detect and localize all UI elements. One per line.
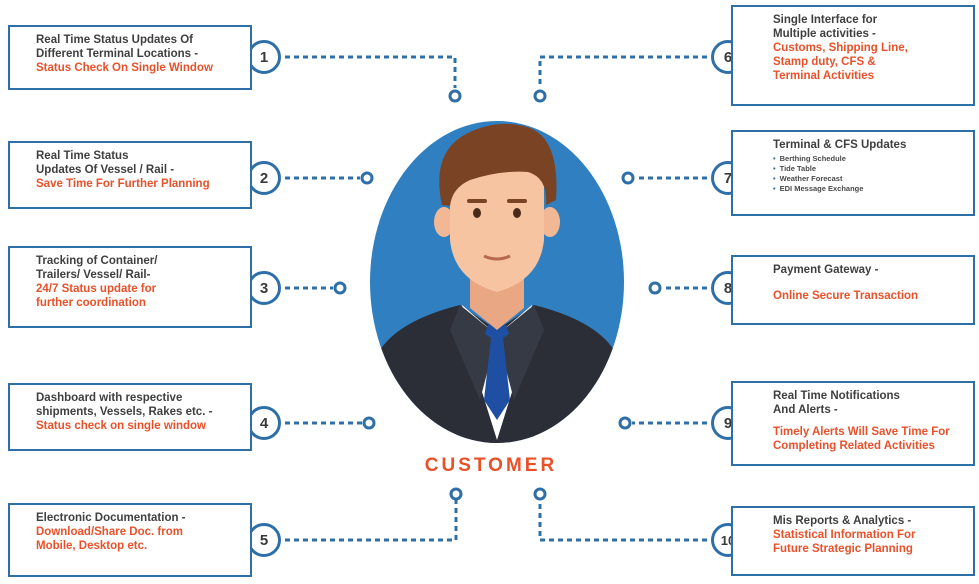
feature-title: Mis Reports & Analytics - <box>773 515 912 527</box>
feature-box-8: Payment Gateway - Online Secure Transact… <box>731 255 975 325</box>
feature-title: Tracking of Container/ Trailers/ Vessel/… <box>36 255 158 281</box>
feature-box-7: Terminal & CFS Updates Berthing Schedule… <box>731 130 975 216</box>
connector-end-1 <box>448 89 462 103</box>
bullet-item: Weather Forecast <box>773 174 965 184</box>
connector-10 <box>538 500 707 542</box>
feature-box-5: Electronic Documentation - Download/Shar… <box>8 503 252 577</box>
feature-title: Real Time Status Updates Of Different Te… <box>36 34 199 60</box>
feature-box-9: Real Time Notifications And Alerts - Tim… <box>731 381 975 466</box>
connector-6 <box>538 55 707 88</box>
feature-detail: Statistical Information For Future Strat… <box>773 529 916 555</box>
bullet-item: Tide Table <box>773 164 965 174</box>
feature-title: Real Time Status Updates Of Vessel / Rai… <box>36 150 175 176</box>
connector-5 <box>285 500 458 542</box>
feature-detail: Online Secure Transaction <box>773 290 919 302</box>
feature-bullet-list: Berthing Schedule Tide Table Weather For… <box>773 154 965 194</box>
connector-end-10 <box>533 487 547 501</box>
connector-end-6 <box>533 89 547 103</box>
number-badge-4: 4 <box>247 406 281 440</box>
connector-end-7 <box>621 171 635 185</box>
feature-box-4: Dashboard with respective shipments, Ves… <box>8 383 252 451</box>
feature-title: Payment Gateway - <box>773 264 879 276</box>
feature-box-6: Single Interface for Multiple activities… <box>731 5 975 106</box>
connector-end-2 <box>360 171 374 185</box>
bullet-item: Berthing Schedule <box>773 154 965 164</box>
feature-detail: Status check on single window <box>36 420 206 432</box>
connector-end-5 <box>449 487 463 501</box>
customer-avatar <box>370 123 624 443</box>
feature-detail: Download/Share Doc. from Mobile, Desktop… <box>36 526 183 552</box>
feature-box-1: Real Time Status Updates Of Different Te… <box>8 25 252 90</box>
number-badge-2: 2 <box>247 161 281 195</box>
feature-detail: Save Time For Further Planning <box>36 178 210 190</box>
number-badge-3: 3 <box>247 271 281 305</box>
feature-title: Single Interface for Multiple activities… <box>773 14 878 40</box>
feature-detail: Timely Alerts Will Save Time For Complet… <box>773 426 950 452</box>
connector-end-8 <box>648 281 662 295</box>
connector-1 <box>285 55 457 88</box>
bullet-item: EDI Message Exchange <box>773 184 965 194</box>
number-badge-1: 1 <box>247 40 281 74</box>
feature-detail: Status Check On Single Window <box>36 62 213 74</box>
feature-detail: Customs, Shipping Line, Stamp duty, CFS … <box>773 42 908 82</box>
connector-end-9 <box>618 416 632 430</box>
feature-detail: 24/7 Status update for further coordinat… <box>36 283 157 309</box>
feature-box-2: Real Time Status Updates Of Vessel / Rai… <box>8 141 252 209</box>
customer-label: CUSTOMER <box>424 455 558 476</box>
connector-end-4 <box>362 416 376 430</box>
feature-title: Electronic Documentation - <box>36 512 186 524</box>
feature-title: Terminal & CFS Updates <box>773 139 907 151</box>
feature-title: Real Time Notifications And Alerts - <box>773 390 900 416</box>
feature-title: Dashboard with respective shipments, Ves… <box>36 392 213 418</box>
connector-end-3 <box>333 281 347 295</box>
feature-box-3: Tracking of Container/ Trailers/ Vessel/… <box>8 246 252 328</box>
feature-box-10: Mis Reports & Analytics - Statistical In… <box>731 506 975 576</box>
number-badge-5: 5 <box>247 523 281 557</box>
